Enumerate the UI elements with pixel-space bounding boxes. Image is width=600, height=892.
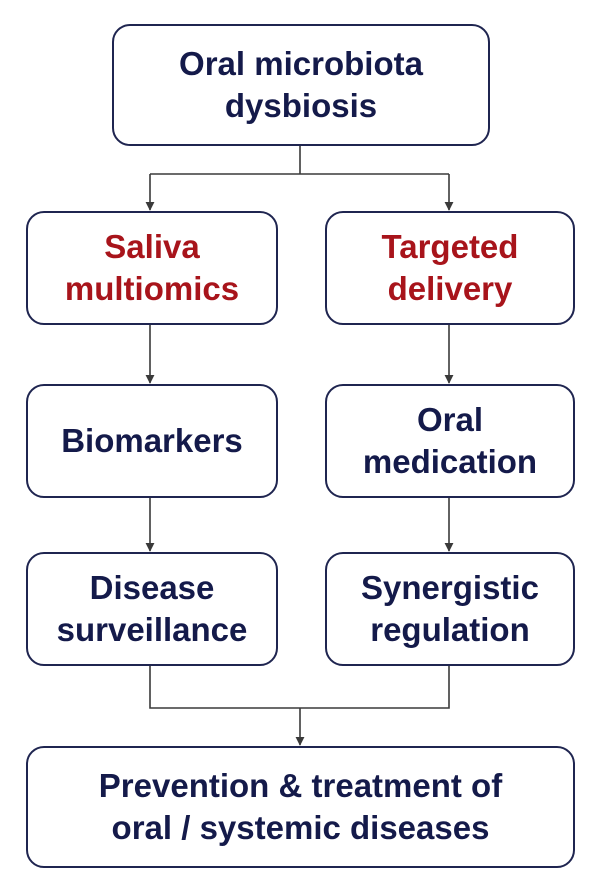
node-oral-microbiota-dysbiosis: Oral microbiota dysbiosis xyxy=(112,24,490,146)
connector-top-split xyxy=(150,146,449,175)
node-label-line: Targeted xyxy=(381,227,519,265)
node-label-line: regulation xyxy=(370,611,530,648)
node-label-line: Synergistic xyxy=(361,568,539,606)
node-label-line: Biomarkers xyxy=(61,421,243,459)
node-label-line: Disease xyxy=(89,568,215,606)
node-label-line: surveillance xyxy=(56,611,248,648)
node-targeted-delivery: Targeted delivery xyxy=(325,211,575,325)
node-synergistic-regulation: Synergistic regulation xyxy=(325,552,575,666)
node-label-line: medication xyxy=(362,443,538,480)
node-label-line: delivery xyxy=(387,270,513,307)
node-saliva-multiomics: Saliva multiomics xyxy=(26,211,278,325)
node-oral-medication: Oral medication xyxy=(325,384,575,498)
node-label-line: Oral microbiota xyxy=(179,44,423,82)
node-prevention-treatment: Prevention & treatment of oral / systemi… xyxy=(26,746,575,868)
node-label-line: oral / systemic diseases xyxy=(111,809,490,846)
node-label-line: Prevention & treatment of xyxy=(98,766,503,804)
node-biomarkers: Biomarkers xyxy=(26,384,278,498)
node-label-line: multiomics xyxy=(64,270,240,307)
connector-bottom-merge xyxy=(149,666,450,709)
node-label-line: Saliva xyxy=(104,227,200,265)
node-label-line: Oral xyxy=(416,400,484,438)
node-disease-surveillance: Disease surveillance xyxy=(26,552,278,666)
node-label-line: dysbiosis xyxy=(224,87,378,124)
